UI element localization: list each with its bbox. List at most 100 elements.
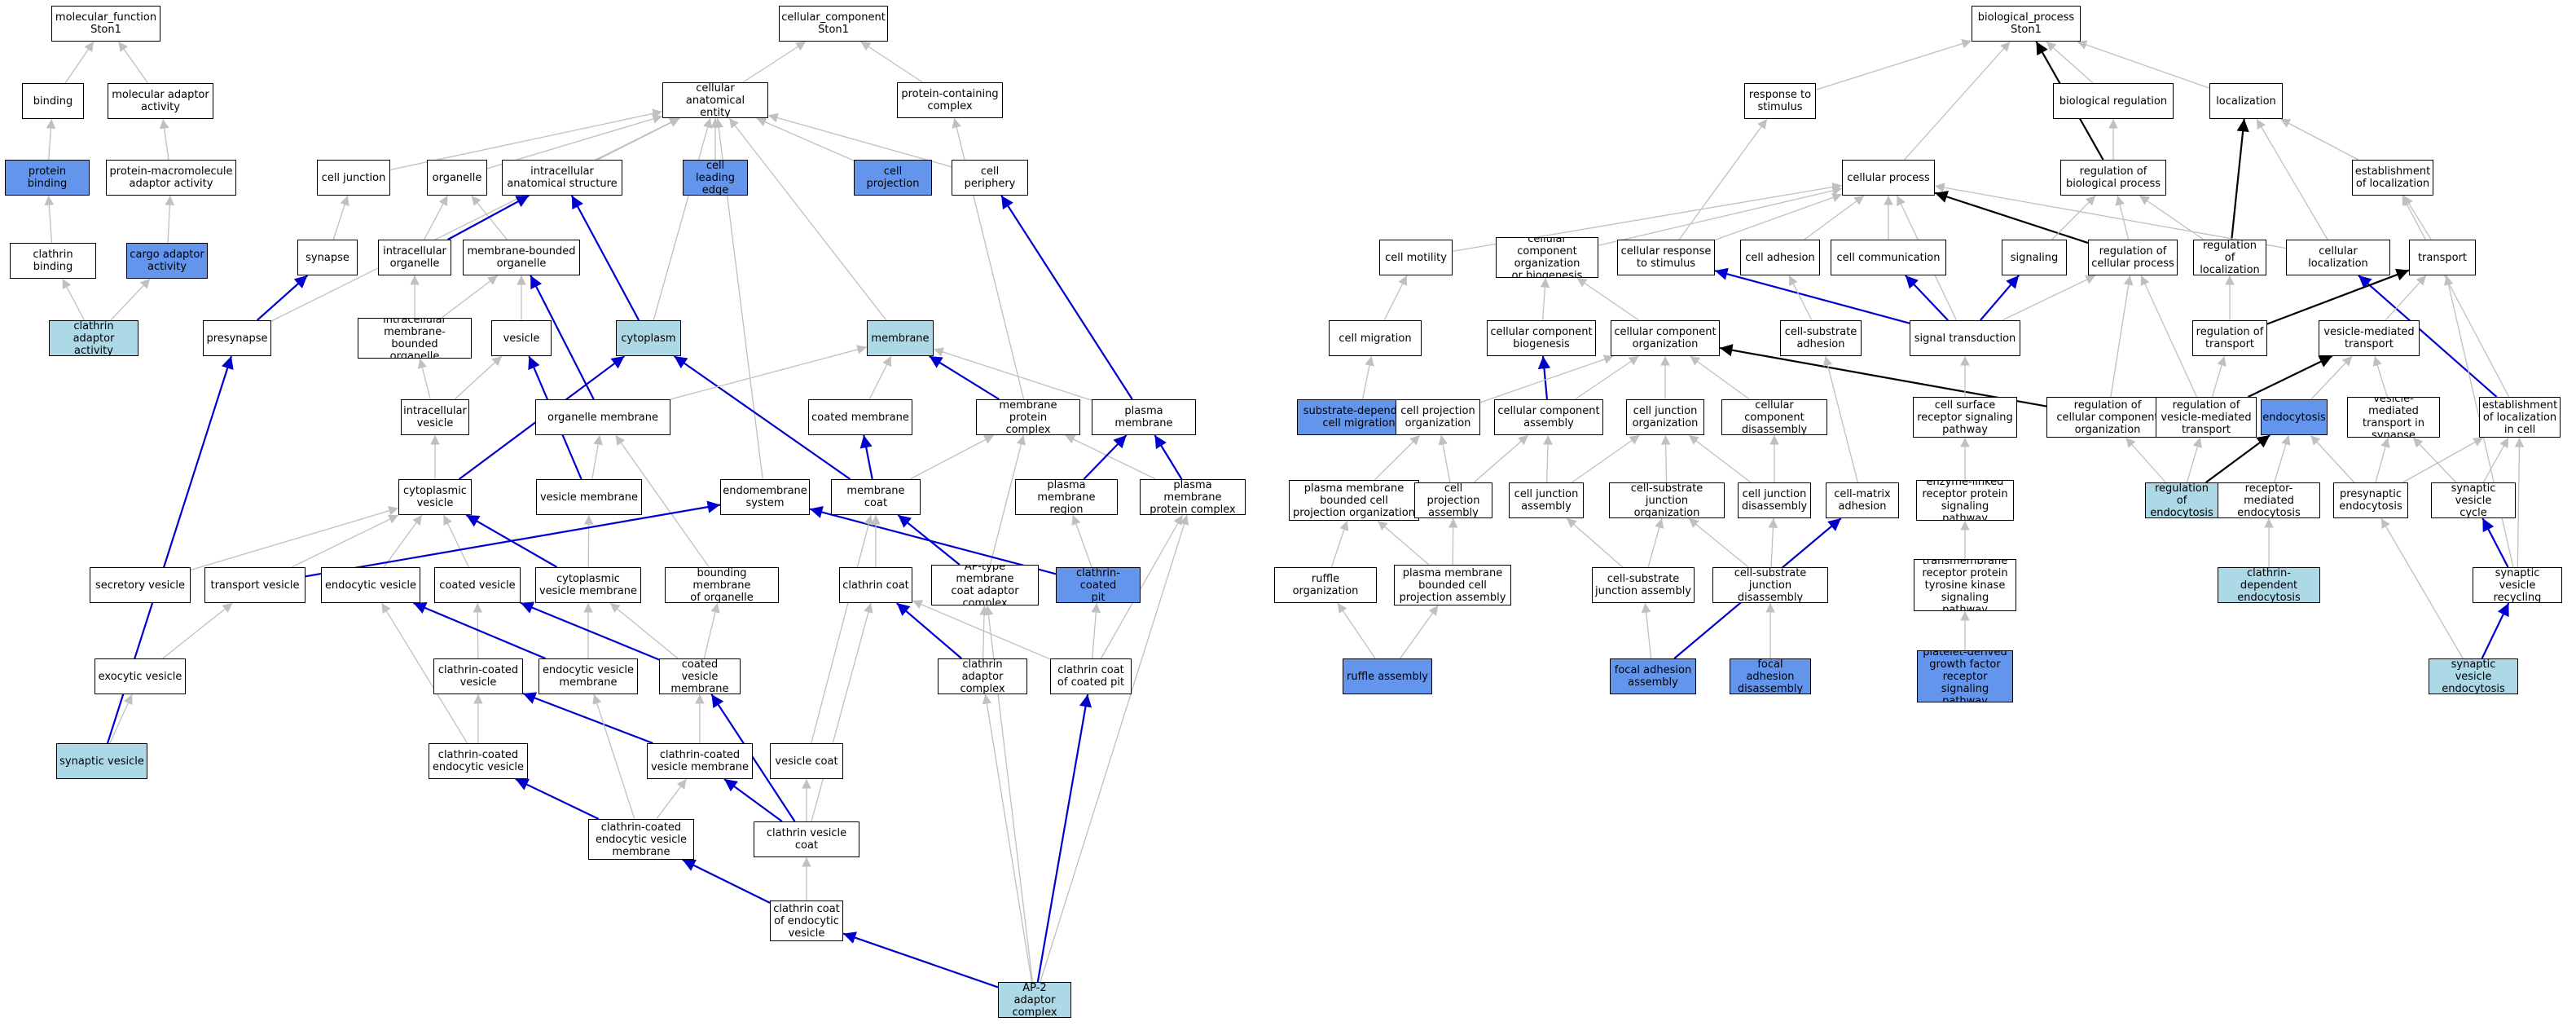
go-term-node-c37[interactable]: clathrin-coated pit — [1056, 567, 1141, 603]
go-term-node-c50[interactable]: clathrin coat of endocytic vesicle — [770, 901, 843, 941]
go-term-node-n6[interactable]: clathrin binding — [10, 243, 96, 279]
go-term-node-c28[interactable]: plasma membrane protein complex — [1140, 479, 1246, 515]
go-term-node-b41[interactable]: cell-matrix adhesion — [1826, 482, 1899, 518]
go-term-node-b55[interactable]: focal adhesion assembly — [1610, 658, 1696, 694]
go-term-node-c33[interactable]: cytoplasmic vesicle membrane — [535, 567, 641, 603]
go-term-node-c36[interactable]: AP-type membrane coat adaptor complex — [931, 565, 1039, 605]
go-term-node-c35[interactable]: clathrin coat — [839, 567, 912, 603]
go-term-node-b52[interactable]: clathrin-dependent endocytosis — [2218, 567, 2320, 603]
go-term-node-b51[interactable]: transmembrane receptor protein tyrosine … — [1914, 559, 2016, 611]
go-term-node-c8[interactable]: cell projection — [854, 160, 932, 196]
go-term-node-c4[interactable]: cell junction — [317, 160, 390, 196]
go-term-node-b39[interactable]: cell-substrate junction organization — [1609, 482, 1725, 518]
go-term-node-c2[interactable]: cellular anatomical entity — [662, 82, 768, 118]
go-term-node-b18[interactable]: cell migration — [1329, 320, 1422, 356]
go-term-node-b37[interactable]: cell projection assembly — [1414, 482, 1492, 518]
go-term-node-b43[interactable]: regulation of endocytosis — [2145, 482, 2218, 518]
go-term-node-b7[interactable]: establishment of localization — [2352, 160, 2433, 196]
go-term-node-b40[interactable]: cell junction disassembly — [1738, 482, 1811, 518]
go-term-node-c15[interactable]: vesicle — [491, 320, 552, 356]
go-term-node-c31[interactable]: endocytic vesicle — [321, 567, 420, 603]
go-term-node-b9[interactable]: cellular component organization or bioge… — [1496, 237, 1598, 278]
go-term-node-b14[interactable]: regulation of cellular process — [2088, 240, 2178, 275]
go-term-node-c30[interactable]: transport vesicle — [204, 567, 306, 603]
go-term-node-c44[interactable]: synaptic vesicle — [56, 743, 147, 779]
go-term-node-c13[interactable]: presynapse — [203, 320, 271, 356]
go-term-node-b16[interactable]: cellular localization — [2286, 240, 2390, 275]
go-term-node-b35[interactable]: establishment of localization in cell — [2479, 397, 2561, 438]
go-term-node-b27[interactable]: cellular component assembly — [1494, 399, 1603, 435]
go-term-node-n5[interactable]: protein-macromolecule adaptor activity — [106, 160, 236, 196]
go-term-node-b26[interactable]: cell projection organization — [1396, 399, 1480, 435]
go-term-node-c9[interactable]: cell periphery — [952, 160, 1028, 196]
go-term-node-b20[interactable]: cellular component organization — [1611, 320, 1720, 356]
go-term-node-b50[interactable]: cell-substrate junction disassembly — [1712, 567, 1828, 603]
go-term-node-c18[interactable]: intracellular vesicle — [401, 399, 469, 435]
go-term-node-c46[interactable]: clathrin-coated vesicle membrane — [647, 743, 753, 779]
go-term-node-c51[interactable]: AP-2 adaptor complex — [998, 982, 1071, 1018]
go-term-node-b29[interactable]: cellular component disassembly — [1721, 399, 1827, 435]
go-term-node-b24[interactable]: vesicle-mediated transport — [2319, 320, 2420, 356]
go-term-node-n3[interactable]: molecular adaptor activity — [108, 83, 213, 119]
go-term-node-c38[interactable]: exocytic vesicle — [95, 658, 186, 694]
go-term-node-b8[interactable]: cell motility — [1379, 240, 1453, 275]
go-term-node-b28[interactable]: cell junction organization — [1626, 399, 1704, 435]
go-term-node-c34[interactable]: bounding membrane of organelle — [665, 567, 779, 603]
go-term-node-c25[interactable]: endomembrane system — [720, 479, 810, 515]
go-term-node-b5[interactable]: cellular process — [1842, 160, 1935, 196]
go-term-node-c47[interactable]: vesicle coat — [770, 743, 843, 779]
go-term-node-b21[interactable]: cell-substrate adhesion — [1780, 320, 1862, 356]
go-term-node-b46[interactable]: synaptic vesicle cycle — [2431, 482, 2516, 518]
go-term-node-c43[interactable]: clathrin coat of coated pit — [1050, 658, 1132, 694]
go-term-node-c41[interactable]: coated vesicle membrane — [659, 658, 741, 694]
go-term-node-b11[interactable]: cell adhesion — [1740, 240, 1820, 275]
go-term-node-b2[interactable]: response to stimulus — [1744, 83, 1816, 119]
go-term-node-b4[interactable]: localization — [2209, 83, 2283, 119]
go-term-node-n1[interactable]: molecular_function Ston1 — [51, 6, 160, 42]
go-term-node-c23[interactable]: cytoplasmic vesicle — [398, 479, 472, 515]
go-term-node-n7[interactable]: cargo adaptor activity — [126, 243, 208, 279]
go-term-node-n4[interactable]: protein binding — [5, 160, 90, 196]
go-term-node-c5[interactable]: organelle — [427, 160, 487, 196]
go-term-node-b10[interactable]: cellular response to stimulus — [1617, 240, 1715, 275]
go-term-node-b33[interactable]: endocytosis — [2261, 399, 2328, 435]
go-term-node-c40[interactable]: endocytic vesicle membrane — [538, 658, 638, 694]
go-term-node-c24[interactable]: vesicle membrane — [536, 479, 642, 515]
go-term-node-c27[interactable]: plasma membrane region — [1015, 479, 1118, 515]
go-term-node-b19[interactable]: cellular component biogenesis — [1487, 320, 1596, 356]
go-term-node-b47[interactable]: ruffle organization — [1274, 567, 1377, 603]
go-term-node-c16[interactable]: cytoplasm — [616, 320, 681, 356]
go-term-node-c22[interactable]: plasma membrane — [1092, 399, 1196, 435]
go-term-node-b13[interactable]: signaling — [2002, 240, 2067, 275]
go-term-node-b12[interactable]: cell communication — [1831, 240, 1946, 275]
go-term-node-c48[interactable]: clathrin-coated endocytic vesicle membra… — [588, 819, 694, 860]
go-term-node-b58[interactable]: synaptic vesicle endocytosis — [2429, 658, 2518, 694]
go-term-node-c10[interactable]: synapse — [297, 240, 358, 275]
go-term-node-b15[interactable]: regulation of localization — [2193, 240, 2266, 275]
go-term-node-c29[interactable]: secretory vesicle — [90, 567, 191, 603]
go-term-node-b42[interactable]: enzyme-linked receptor protein signaling… — [1916, 480, 2014, 521]
go-term-node-c19[interactable]: organelle membrane — [535, 399, 670, 435]
go-term-node-c14[interactable]: intracellular membrane-bounded organelle — [358, 318, 472, 359]
go-term-node-b44[interactable]: receptor-mediated endocytosis — [2218, 482, 2320, 518]
go-term-node-c3[interactable]: protein-containing complex — [897, 82, 1003, 118]
go-term-node-c7[interactable]: cell leading edge — [683, 160, 748, 196]
go-term-node-b17[interactable]: transport — [2409, 240, 2476, 275]
go-term-node-b54[interactable]: ruffle assembly — [1343, 658, 1432, 694]
go-term-node-c1[interactable]: cellular_component Ston1 — [779, 6, 888, 42]
go-term-node-c12[interactable]: membrane-bounded organelle — [463, 240, 580, 275]
go-term-node-c45[interactable]: clathrin-coated endocytic vesicle — [429, 743, 528, 779]
go-term-node-c21[interactable]: membrane protein complex — [976, 399, 1080, 435]
go-term-node-b56[interactable]: focal adhesion disassembly — [1730, 658, 1811, 694]
go-term-node-c39[interactable]: clathrin-coated vesicle — [433, 658, 523, 694]
go-term-node-c26[interactable]: membrane coat — [831, 479, 921, 515]
go-term-node-b48[interactable]: plasma membrane bounded cell projection … — [1394, 565, 1511, 605]
go-term-node-b32[interactable]: regulation of vesicle-mediated transport — [2156, 397, 2257, 438]
go-term-node-c17[interactable]: membrane — [867, 320, 934, 356]
go-term-node-c6[interactable]: intracellular anatomical structure — [502, 160, 622, 196]
go-term-node-b1[interactable]: biological_process Ston1 — [1972, 6, 2081, 42]
go-term-node-b30[interactable]: cell surface receptor signaling pathway — [1913, 397, 2017, 438]
go-term-node-b38[interactable]: cell junction assembly — [1509, 482, 1584, 518]
go-term-node-b31[interactable]: regulation of cellular component organiz… — [2046, 397, 2169, 438]
go-term-node-b23[interactable]: regulation of transport — [2192, 320, 2267, 356]
